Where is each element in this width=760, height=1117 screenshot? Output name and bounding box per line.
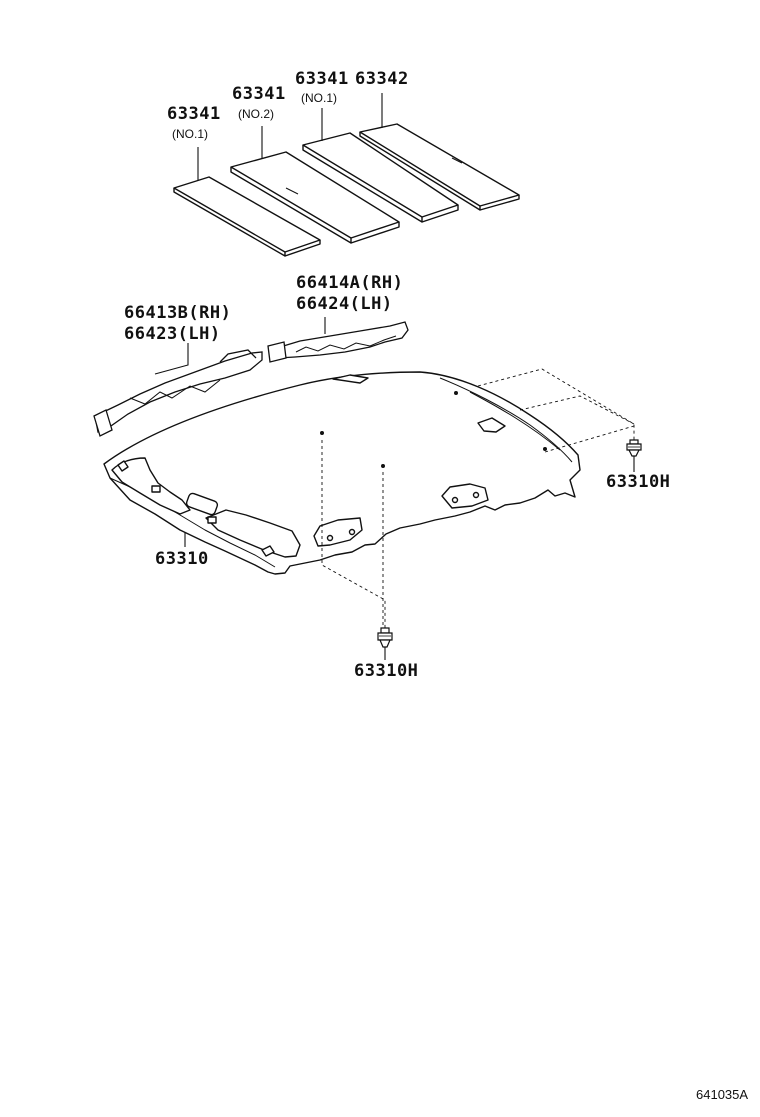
pad-63341-no2: [230, 151, 400, 244]
leader-66413b: [154, 343, 189, 375]
label-63310h-bottom: 63310H: [354, 661, 419, 681]
label-63341-no2: 63341: [232, 84, 286, 104]
clip-63310h-right: [626, 439, 642, 457]
pad-63341-no1: [173, 176, 321, 257]
trim-strip-66414a: [267, 321, 409, 363]
diagram-reference-number: 641035A: [696, 1087, 749, 1102]
dash-bottom-clip: [321, 440, 386, 628]
label-63341-no1-sub: (NO.1): [172, 127, 208, 141]
label-63341-top: 63341: [295, 69, 349, 89]
clip-63310h-bottom: [377, 627, 393, 648]
label-63310: 63310: [155, 549, 209, 569]
headliner-63310: [103, 371, 581, 575]
label-63310h-right: 63310H: [606, 472, 671, 492]
pad-63342: [359, 123, 520, 211]
label-66423: 66423(LH): [124, 324, 221, 344]
label-63341-no2-sub: (NO.2): [238, 107, 274, 121]
label-63342: 63342: [355, 69, 409, 89]
label-66414a: 66414A(RH): [296, 273, 404, 293]
label-66424: 66424(LH): [296, 294, 393, 314]
pad-63341-top: [302, 132, 459, 223]
label-63341-no1: 63341: [167, 104, 221, 124]
trim-strip-66413b: [93, 349, 263, 437]
label-63341-top-sub: (NO.1): [301, 91, 337, 105]
label-66413b: 66413B(RH): [124, 303, 232, 323]
dash-right-clip: [477, 368, 635, 440]
